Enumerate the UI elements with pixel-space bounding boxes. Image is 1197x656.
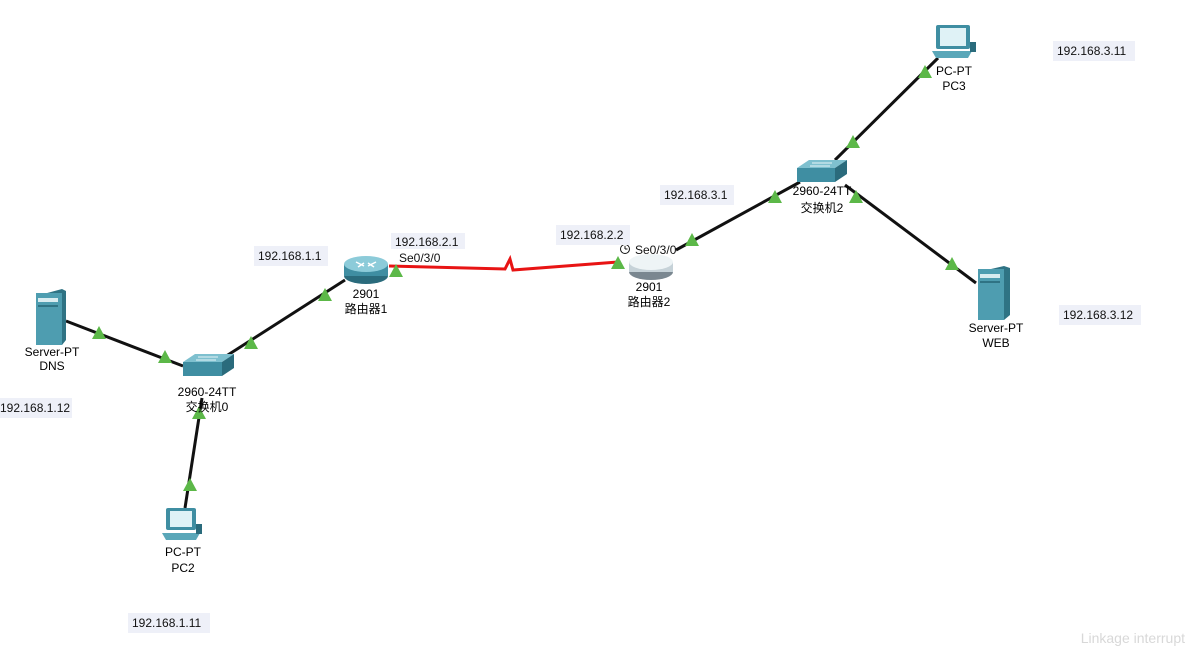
link-up-marker [918, 65, 932, 78]
link-up-marker [318, 288, 332, 301]
device-pc2[interactable]: PC-PT PC2 [162, 508, 202, 575]
device-name-label: 路由器2 [628, 294, 671, 309]
link-up-marker [768, 190, 782, 203]
device-name-label: 路由器1 [345, 301, 388, 316]
link-up-marker [244, 336, 258, 349]
pc-icon [162, 508, 202, 540]
ip-label: 192.168.3.11 [1057, 44, 1127, 58]
ip-note-router2-s[interactable]: 192.168.2.2 [556, 225, 630, 245]
ip-label: 192.168.1.1 [258, 249, 322, 263]
pc-icon [932, 25, 976, 58]
server-icon [978, 266, 1010, 320]
link-router2-switch2[interactable] [675, 180, 801, 252]
link-up-marker [685, 233, 699, 246]
device-dns-server[interactable]: Server-PT DNS [25, 289, 80, 373]
link-up-marker [92, 326, 106, 339]
router-icon [344, 256, 388, 284]
switch-icon [183, 354, 234, 376]
ip-label: 192.168.1.11 [132, 616, 202, 630]
device-model-label: PC-PT [936, 64, 973, 78]
link-up-marker [849, 190, 863, 203]
device-name-label: WEB [982, 336, 1009, 350]
device-web-server[interactable]: Server-PT WEB [969, 266, 1024, 350]
device-model-label: PC-PT [165, 545, 202, 559]
ip-note-router1-g[interactable]: 192.168.1.1 [254, 246, 328, 266]
device-name-label: PC2 [171, 561, 195, 575]
device-pc3[interactable]: PC-PT PC3 [932, 25, 976, 93]
ip-label: 192.168.3.1 [664, 188, 728, 202]
link-up-marker [846, 135, 860, 148]
interface-label-router2-serial: Se0/3/0 [635, 243, 677, 257]
switch-icon [797, 160, 847, 182]
ip-note-router1-s[interactable]: 192.168.2.1 [391, 233, 465, 249]
link-up-marker [192, 406, 206, 419]
clock-icon [620, 244, 630, 254]
device-name-label: 交换机0 [186, 399, 229, 414]
device-name-label: 交换机2 [801, 200, 844, 215]
link-up-marker [945, 257, 959, 270]
ip-label: 192.168.2.1 [395, 235, 459, 249]
device-model-label: 2960-24TT [178, 385, 237, 399]
ip-note-pc3[interactable]: 192.168.3.11 [1053, 41, 1135, 61]
ip-label: 192.168.3.12 [1063, 308, 1133, 322]
link-up-marker [611, 256, 625, 269]
interface-label-router1-serial: Se0/3/0 [399, 251, 441, 265]
ip-label: 192.168.2.2 [560, 228, 624, 242]
device-name-label: PC3 [942, 79, 966, 93]
device-switch0[interactable]: 2960-24TT 交换机0 [178, 354, 237, 414]
device-switch2[interactable]: 2960-24TT 交换机2 [793, 160, 852, 215]
server-icon [36, 289, 66, 345]
link-serial-router1-router2[interactable] [388, 254, 619, 272]
ip-note-web[interactable]: 192.168.3.12 [1059, 305, 1141, 325]
ip-note-dns[interactable]: 192.168.1.12 [0, 398, 72, 418]
ip-label: 192.168.1.12 [0, 401, 70, 415]
router-icon [629, 254, 673, 280]
link-up-marker [183, 478, 197, 491]
ip-note-router2-g[interactable]: 192.168.3.1 [660, 185, 734, 205]
link-up-marker [158, 350, 172, 363]
links [65, 56, 977, 509]
device-model-label: Server-PT [969, 321, 1024, 335]
link-status-markers [92, 65, 959, 491]
link-up-marker [389, 264, 403, 277]
device-router1[interactable]: 2901 路由器1 [344, 256, 388, 316]
device-model-label: 2901 [353, 287, 380, 301]
device-model-label: 2901 [636, 280, 663, 294]
device-name-label: DNS [39, 359, 64, 373]
ip-note-pc2[interactable]: 192.168.1.11 [128, 613, 210, 633]
status-watermark: Linkage interrupt [1080, 630, 1185, 646]
device-model-label: 2960-24TT [793, 184, 852, 198]
device-model-label: Server-PT [25, 345, 80, 359]
